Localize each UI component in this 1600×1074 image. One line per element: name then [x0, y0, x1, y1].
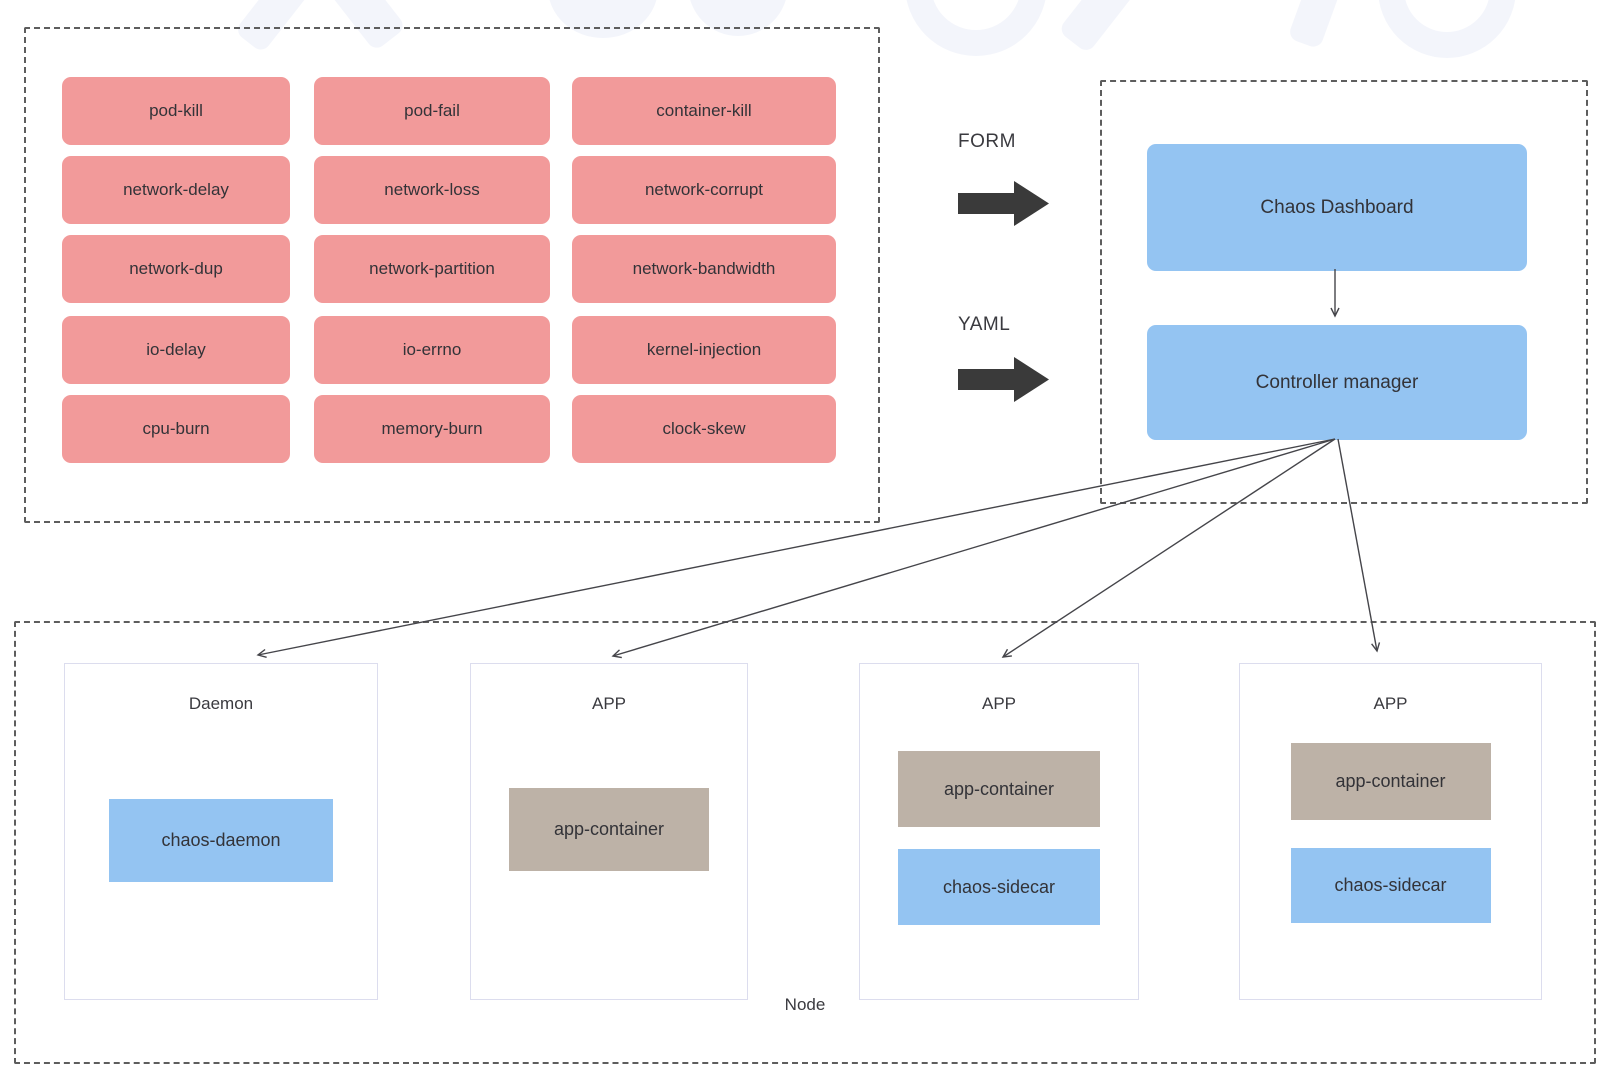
experiment-box: memory-burn: [314, 395, 550, 463]
watermark-shape: [1287, 0, 1347, 50]
watermark-shape: [1057, 0, 1145, 54]
chaos-sidecar-container: chaos-sidecar: [1290, 848, 1491, 923]
pod-title: APP: [981, 694, 1017, 713]
yaml-arrow-icon: [958, 357, 1049, 402]
experiment-box: network-corrupt: [572, 156, 836, 224]
experiment-box: clock-skew: [572, 395, 836, 463]
experiment-box: io-delay: [62, 316, 290, 384]
watermark: [0, 0, 1600, 58]
experiment-box: container-kill: [572, 77, 836, 145]
app-container: app-container: [509, 788, 709, 871]
pod-title: APP: [1373, 694, 1408, 713]
experiment-box: network-delay: [62, 156, 290, 224]
chaos-daemon-container: chaos-daemon: [109, 799, 333, 882]
experiment-box: io-errno: [314, 316, 550, 384]
experiment-box: network-bandwidth: [572, 235, 836, 303]
experiment-box: network-dup: [62, 235, 290, 303]
control-plane-panel: Chaos Dashboard Controller manager: [1100, 80, 1588, 504]
experiment-box: cpu-burn: [62, 395, 290, 463]
yaml-label: YAML: [958, 314, 1011, 335]
experiment-box: kernel-injection: [572, 316, 836, 384]
watermark-shape: [905, 0, 1047, 56]
node-label: Node: [784, 995, 826, 1014]
form-label: FORM: [958, 131, 1016, 152]
pod-app-3: APP app-container chaos-sidecar: [1239, 663, 1542, 1000]
pod-app-1: APP app-container: [470, 663, 748, 1000]
experiment-box: network-partition: [314, 235, 550, 303]
experiments-panel: pod-kill pod-fail container-kill network…: [24, 27, 880, 523]
experiment-box: pod-fail: [314, 77, 550, 145]
pod-daemon: Daemon chaos-daemon: [64, 663, 378, 1000]
pod-app-2: APP app-container chaos-sidecar: [859, 663, 1139, 1000]
experiment-box: network-loss: [314, 156, 550, 224]
form-arrow-icon: [958, 181, 1049, 226]
watermark-shape: [1378, 0, 1516, 58]
app-container: app-container: [898, 751, 1100, 827]
controller-manager-box: Controller manager: [1147, 325, 1527, 440]
app-container: app-container: [1290, 743, 1491, 820]
chaos-sidecar-container: chaos-sidecar: [898, 849, 1100, 925]
experiment-box: pod-kill: [62, 77, 290, 145]
pod-title: APP: [591, 694, 627, 713]
chaos-dashboard-box: Chaos Dashboard: [1147, 144, 1527, 271]
pod-title: Daemon: [188, 694, 254, 713]
